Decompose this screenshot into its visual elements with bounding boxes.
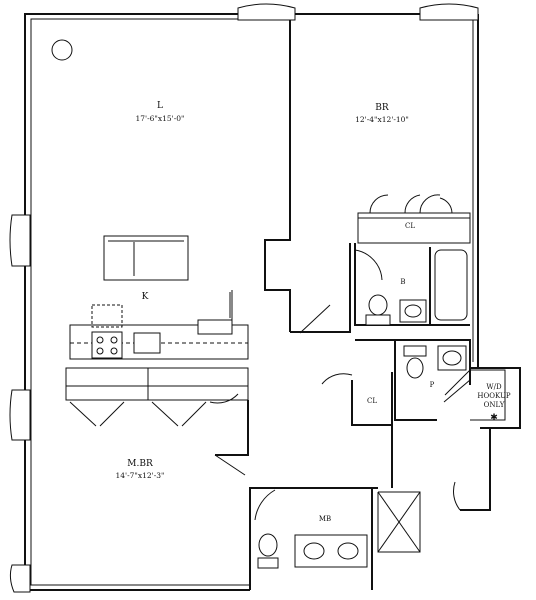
room-dim-living: 17'-6"x15'-0" bbox=[136, 114, 185, 123]
wd-line3: ONLY bbox=[484, 401, 505, 409]
room-label-kitchen: K bbox=[142, 292, 149, 302]
room-dim-master: 14'-7"x12'-3" bbox=[116, 471, 165, 480]
room-label-closet-hall: CL bbox=[367, 397, 377, 405]
room-label-living: L bbox=[157, 101, 163, 111]
wd-line2: HOOKUP bbox=[477, 392, 510, 400]
room-label-powder: P bbox=[430, 381, 435, 389]
room-dim-bedroom: 12'-4"x12'-10" bbox=[355, 115, 409, 124]
room-label-master-bath: MB bbox=[319, 515, 331, 523]
wd-line1: W/D bbox=[486, 383, 502, 391]
interior-walls bbox=[65, 20, 521, 590]
wd-hookup-icon: ✱ bbox=[490, 413, 498, 423]
room-label-closet-br: CL bbox=[405, 222, 415, 230]
room-label-master: M.BR bbox=[127, 459, 153, 469]
room-label-bedroom: BR bbox=[375, 103, 389, 113]
column-circle bbox=[51, 39, 73, 61]
window-bays bbox=[9, 3, 479, 593]
room-label-bath: B bbox=[400, 278, 405, 286]
exterior-walls bbox=[24, 13, 479, 591]
